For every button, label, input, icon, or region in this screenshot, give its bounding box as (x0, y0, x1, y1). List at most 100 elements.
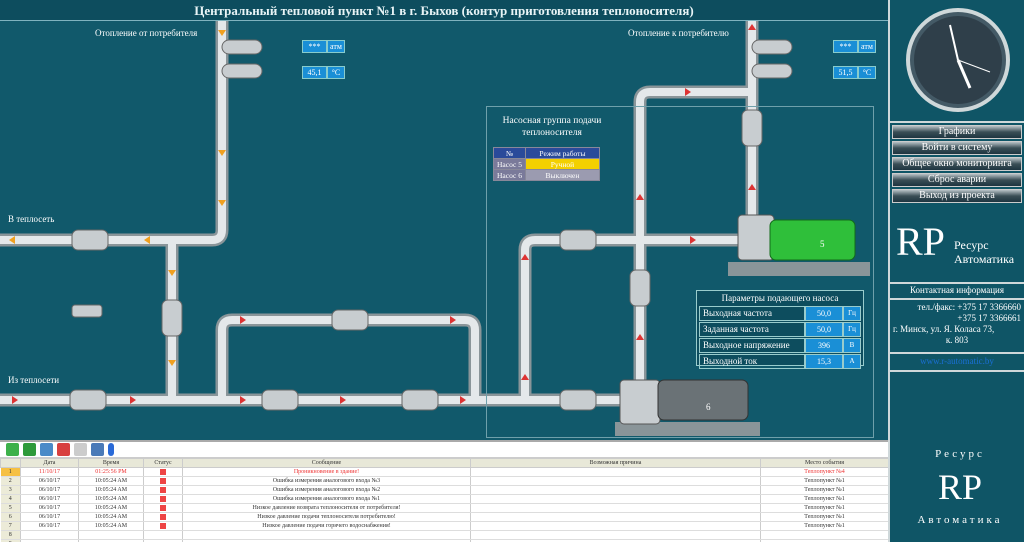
page-title: Центральный тепловой пункт №1 в г. Быхов… (0, 0, 888, 21)
valve (261, 389, 299, 411)
reset-alarm-button[interactable]: Сброс аварии (892, 173, 1022, 187)
charts-button[interactable]: Графики (892, 125, 1022, 139)
bottom-logo: Ресурс RP Автоматика (917, 448, 1003, 526)
alarm-cause (470, 530, 761, 540)
valve (559, 389, 597, 411)
alarm-date: 06/10/17 (20, 485, 79, 495)
website-link[interactable]: www.r-automatic.by (920, 356, 994, 366)
alarm-toolbar (0, 442, 888, 458)
column-header[interactable]: Сообщение (182, 458, 471, 468)
control-valve (69, 389, 107, 411)
alarm-place: Теплопункт №1 (760, 494, 888, 504)
alarm-status (143, 512, 183, 522)
status-icon (160, 504, 166, 511)
column-header[interactable]: Место события (760, 458, 888, 468)
right-pressure-unit: атм (858, 40, 876, 53)
row-number: 1 (0, 467, 21, 477)
status-icon (160, 486, 166, 493)
alarm-cause (470, 521, 761, 531)
alarm-time: 10:05:24 AM (78, 476, 144, 486)
filter-icon[interactable] (40, 443, 53, 456)
status-icon (160, 513, 166, 520)
param-value: 50,0 (805, 322, 843, 337)
alarm-place: Теплопункт №1 (760, 485, 888, 495)
company-logo: RP Ресурс Автоматика (896, 219, 1015, 266)
param-unit: Гц (843, 306, 861, 321)
alarm-time: 10:05:24 AM (78, 485, 144, 495)
alarm-status (143, 521, 183, 531)
clock (906, 8, 1010, 112)
row-number: 5 (0, 503, 21, 513)
row-number: 4 (0, 494, 21, 504)
address: г. Минск, ул. Я. Коласа 73, (893, 324, 995, 334)
column-header[interactable]: Возможная причина (470, 458, 761, 468)
address: к. 803 (945, 335, 969, 345)
right-pressure-value: *** (833, 40, 858, 53)
alarm-place: Теплопункт №1 (760, 512, 888, 522)
alarm-status (143, 485, 183, 495)
exit-button[interactable]: Выход из проекта (892, 189, 1022, 203)
column-header[interactable] (0, 458, 21, 468)
column-header[interactable]: Время (78, 458, 144, 468)
pump-mode[interactable]: Выключен (524, 169, 600, 181)
column-header[interactable]: Статус (143, 458, 183, 468)
monitoring-button[interactable]: Общее окно мониторинга (892, 157, 1022, 171)
column-header[interactable]: Дата (20, 458, 79, 468)
valve (401, 389, 439, 411)
pipe-diagram: 5 6 (0, 21, 870, 436)
contact-title: Контактная информация (909, 285, 1005, 295)
right-temp-value: 51,5 (833, 66, 858, 79)
label-return: Отопление от потребителя (95, 28, 198, 38)
pressure-sensor (221, 39, 263, 55)
status-icon (160, 468, 166, 475)
check-icon[interactable] (74, 443, 87, 456)
alarm-status (143, 503, 183, 513)
pump-params-title: Параметры подающего насоса (721, 293, 839, 303)
table-row[interactable]: 8 (0, 530, 888, 540)
scroll-icon[interactable] (108, 443, 114, 456)
alarm-message (182, 530, 471, 540)
col-mode: Режим работы (524, 147, 600, 159)
login-button[interactable]: Войти в систему (892, 141, 1022, 155)
alarm-cause (470, 539, 761, 542)
left-temp-unit: °С (327, 66, 345, 79)
left-pressure-value: *** (302, 40, 327, 53)
alarm-date: 06/10/17 (20, 503, 79, 513)
pump-base (615, 422, 760, 436)
row-number: 7 (0, 521, 21, 531)
param-name: Заданная частота (699, 322, 805, 337)
alarm-place: Теплопункт №4 (760, 467, 888, 477)
print-icon[interactable] (91, 443, 104, 456)
alarm-place (760, 530, 888, 540)
mnemonic-diagram: Центральный тепловой пункт №1 в г. Быхов… (0, 0, 888, 440)
alarm-status (143, 530, 183, 540)
alarm-date (20, 539, 79, 542)
checklist-icon[interactable] (57, 443, 70, 456)
temp-sensor (221, 63, 263, 79)
alarm-time: 10:05:24 AM (78, 503, 144, 513)
alarm-date: 06/10/17 (20, 512, 79, 522)
acknowledge-all-icon[interactable] (23, 443, 36, 456)
alarm-place: Теплопункт №1 (760, 521, 888, 531)
pump-mode[interactable]: Ручной (524, 158, 600, 170)
alarm-time (78, 530, 144, 540)
valve (559, 229, 597, 251)
alarm-cause (470, 512, 761, 522)
pump-bottom (615, 379, 760, 436)
valve (629, 269, 651, 307)
alarm-place: Теплопункт №1 (760, 503, 888, 513)
row-number: 3 (0, 485, 21, 495)
acknowledge-icon[interactable] (6, 443, 19, 456)
alarm-date: 06/10/17 (20, 476, 79, 486)
label-to-network: В теплосеть (8, 214, 55, 224)
